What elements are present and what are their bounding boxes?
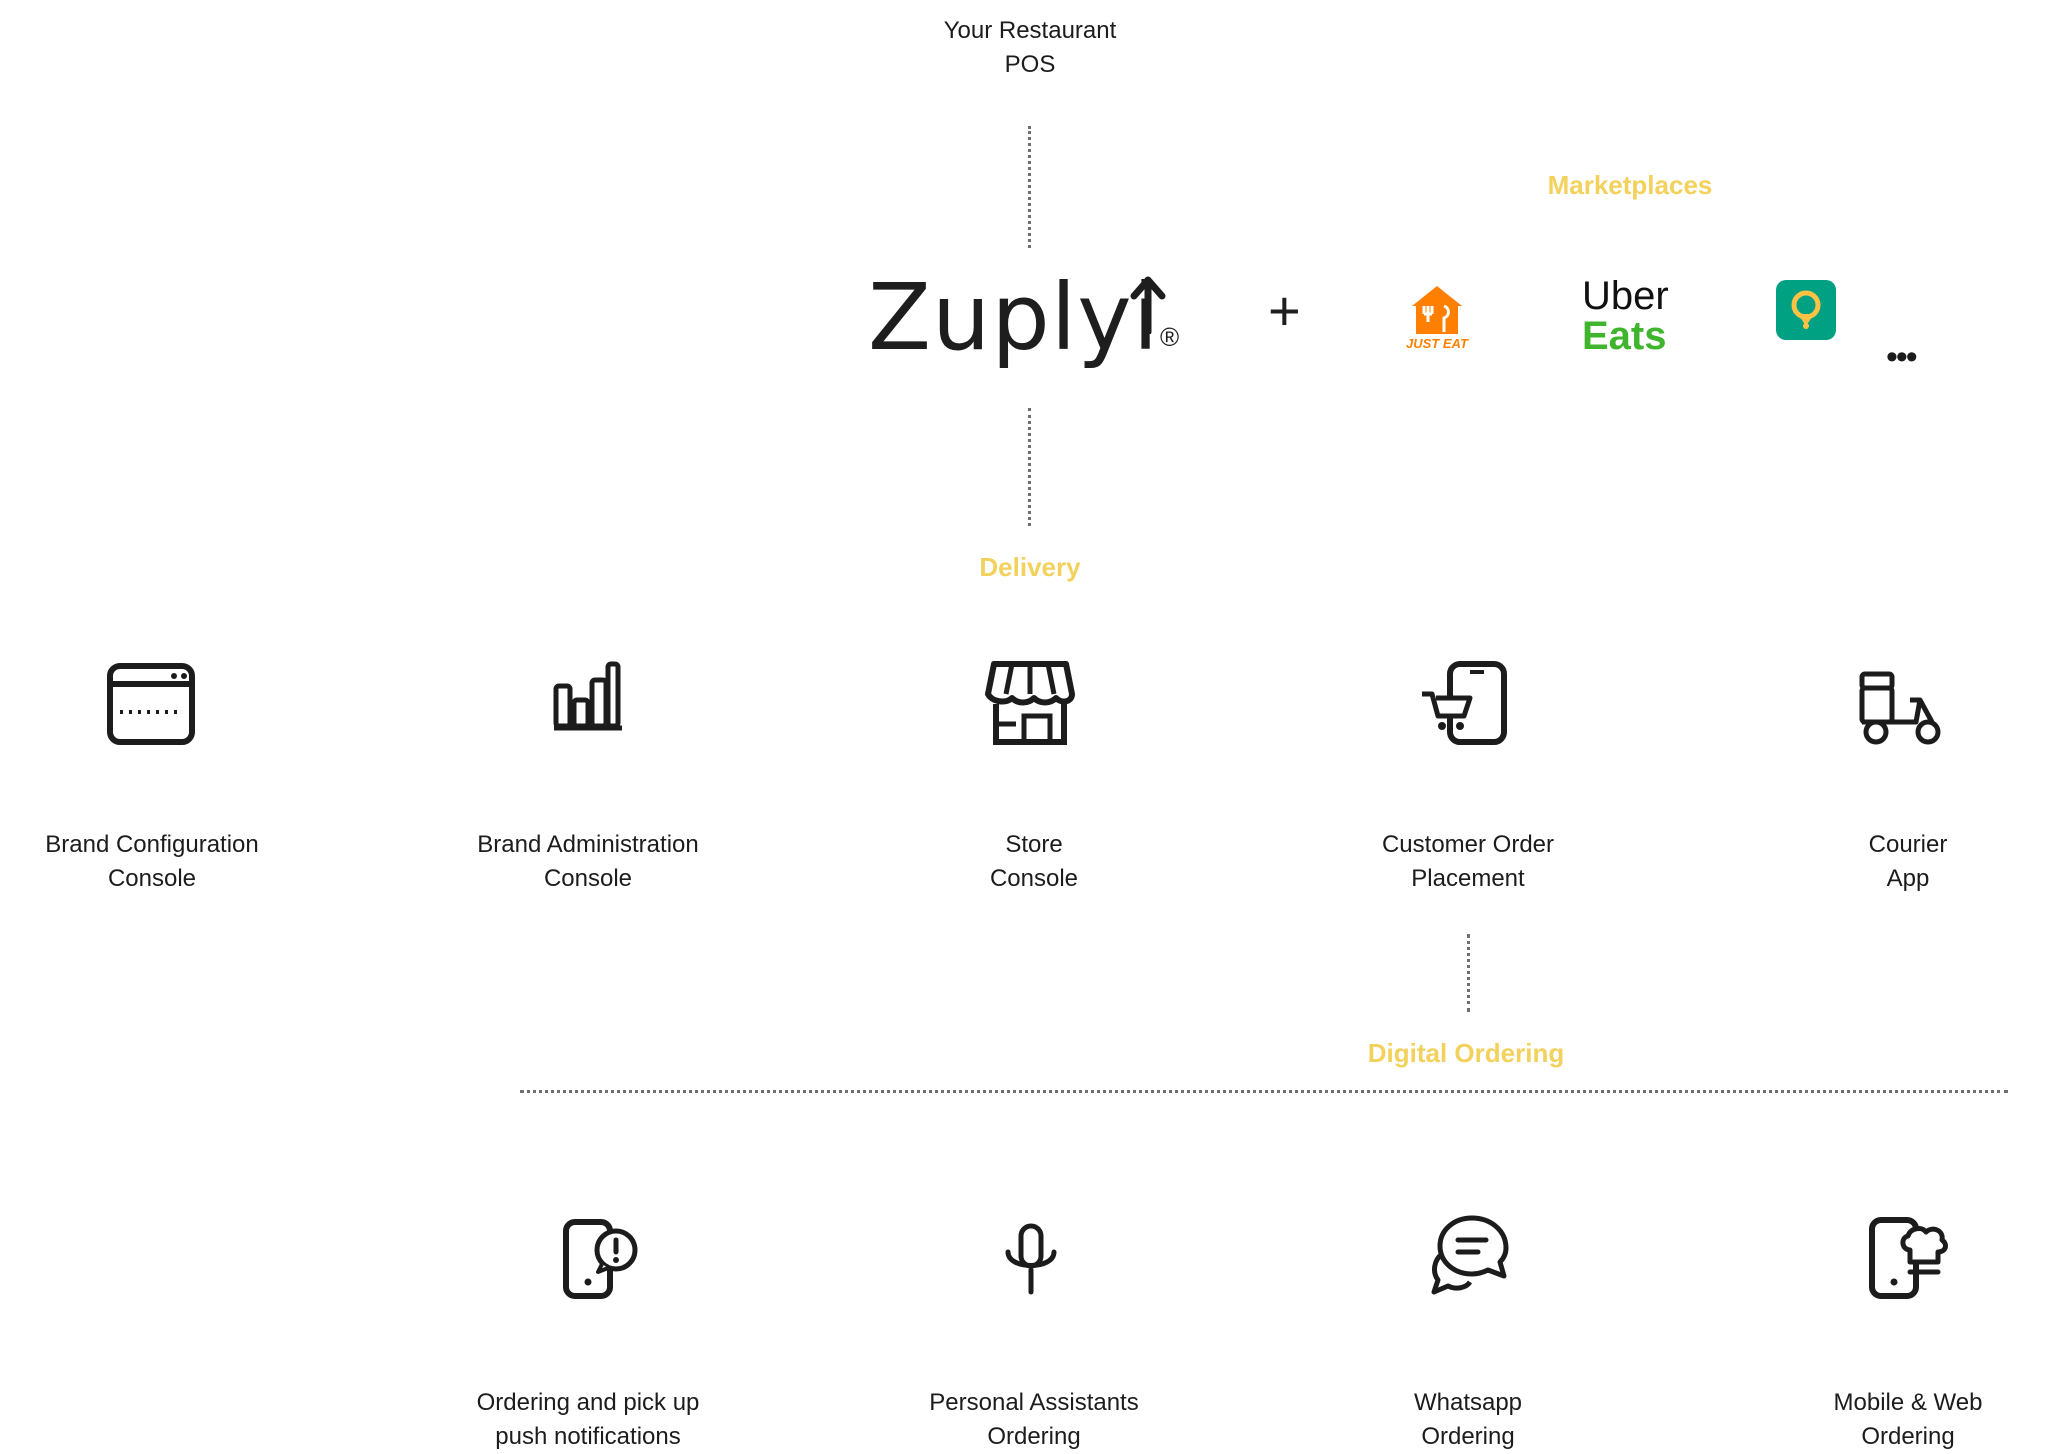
marketplaces-heading: Marketplaces (1547, 170, 1713, 200)
microphone-icon (1005, 1223, 1057, 1295)
just-eat-wordmark: JUST EAT (1406, 336, 1468, 351)
digital-ordering-divider (520, 1090, 2008, 1093)
digital-item-label-line1: Mobile & Web (1833, 1389, 1983, 1416)
digital-ordering-heading: Digital Ordering (1367, 1038, 1565, 1068)
delivery-item-label-line1: Brand Configuration (45, 831, 259, 858)
delivery-item-label: Customer Order Placement (1338, 828, 1598, 896)
delivery-item-label: Courier App (1778, 828, 2038, 896)
pos-label: Your Restaurant POS (900, 14, 1160, 82)
digital-item-label-line1: Ordering and pick up (476, 1389, 700, 1416)
delivery-item-label-line1: Courier (1868, 831, 1948, 858)
delivery-item-label: Brand Administration Console (458, 828, 718, 896)
eats-wordmark: Eats (1582, 314, 1667, 358)
brand-logo: Zuplyi (868, 272, 1159, 364)
phone-chef-hat-icon (1869, 1217, 1948, 1299)
pos-connector (1028, 126, 1031, 248)
digital-item-label-line2: Ordering (1861, 1423, 1955, 1450)
more-marketplaces-ellipsis: ••• (1886, 338, 1918, 376)
browser-window-icon (107, 663, 195, 745)
registered-mark: ® (1160, 322, 1180, 352)
digital-item-label-line1: Whatsapp (1413, 1389, 1523, 1416)
brand-wordmark: Zuplyi (868, 264, 1160, 371)
digital-item-label: Mobile & Web Ordering (1778, 1386, 2038, 1454)
plus-sign: + (1268, 279, 1301, 342)
storefront-icon (985, 661, 1075, 745)
delivery-item-label: Brand Configuration Console (22, 828, 282, 896)
pos-label-line1: Your Restaurant (943, 17, 1117, 44)
glovo-logo-icon (1776, 280, 1836, 340)
delivery-item-label-line1: Store (1005, 831, 1063, 858)
delivery-item-label: Store Console (904, 828, 1164, 896)
phone-notification-icon (563, 1219, 638, 1299)
uber-wordmark: Uber (1582, 274, 1669, 318)
digital-item-label: Whatsapp Ordering (1338, 1386, 1598, 1454)
delivery-item-label-line2: Console (989, 865, 1079, 892)
digital-item-label-line2: Ordering (987, 1423, 1081, 1450)
brand-delivery-connector (1028, 408, 1031, 526)
delivery-item-label-line1: Brand Administration (477, 831, 699, 858)
digital-item-label-line2: Ordering (1421, 1423, 1515, 1450)
delivery-item-label-line2: Placement (1411, 865, 1525, 892)
digital-item-label: Ordering and pick up push notifications (448, 1386, 728, 1454)
delivery-item-label-line2: Console (107, 865, 197, 892)
brand-arrow-icon (1130, 276, 1166, 334)
digital-item-label-line1: Personal Assistants (929, 1389, 1139, 1416)
order-placement-connector (1467, 934, 1470, 1012)
digital-item-label: Personal Assistants Ordering (894, 1386, 1174, 1454)
digital-item-label-line2: push notifications (495, 1423, 681, 1450)
chat-bubbles-icon (1431, 1215, 1509, 1295)
delivery-item-label-line2: App (1886, 865, 1930, 892)
delivery-item-label-line1: Customer Order (1381, 831, 1555, 858)
delivery-item-label-line2: Console (543, 865, 633, 892)
delivery-scooter-icon (1859, 671, 1941, 745)
uber-eats-logo: Uber Eats (1582, 276, 1692, 356)
pos-label-line2: POS (1004, 51, 1056, 78)
delivery-heading: Delivery (979, 552, 1081, 582)
mobile-cart-icon (1422, 661, 1507, 745)
just-eat-house-icon (1412, 286, 1462, 334)
just-eat-logo: JUST EAT (1398, 284, 1476, 356)
bar-chart-icon (553, 661, 622, 731)
